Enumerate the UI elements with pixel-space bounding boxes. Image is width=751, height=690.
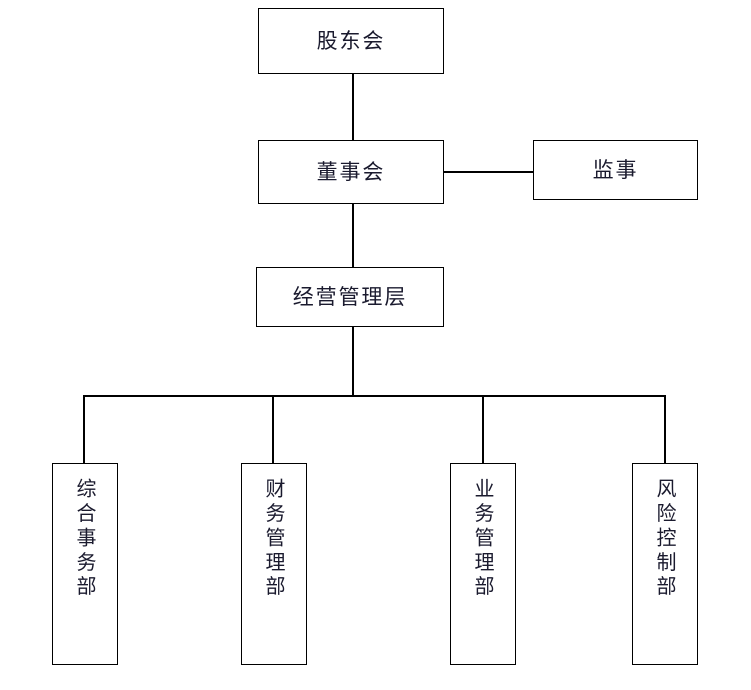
node-shareholders-label: 股东会 <box>316 28 386 53</box>
node-management[interactable]: 经营管理层 <box>256 267 444 327</box>
edge-bus-dept-business <box>482 395 484 464</box>
node-supervisor[interactable]: 监事 <box>533 140 698 200</box>
node-dept-business[interactable]: 业务管理部 <box>450 463 516 665</box>
node-dept-risk[interactable]: 风险控制部 <box>632 463 698 665</box>
node-dept-business-label: 业务管理部 <box>471 478 495 600</box>
node-dept-general-label: 综合事务部 <box>73 478 97 600</box>
edge-bus-dept-risk <box>664 395 666 464</box>
edge-department-bus <box>83 395 666 397</box>
node-management-label: 经营管理层 <box>292 284 408 309</box>
edge-bus-dept-finance <box>272 395 274 464</box>
edge-board-supervisor <box>443 171 535 173</box>
node-dept-finance-label: 财务管理部 <box>262 478 286 600</box>
edge-bus-dept-general <box>83 395 85 464</box>
edge-board-management <box>352 203 354 268</box>
edge-shareholders-board <box>352 73 354 141</box>
edge-management-bus <box>352 327 354 396</box>
node-board[interactable]: 董事会 <box>258 140 444 204</box>
node-supervisor-label: 监事 <box>592 157 639 182</box>
node-dept-general[interactable]: 综合事务部 <box>52 463 118 665</box>
node-board-label: 董事会 <box>316 159 386 184</box>
node-dept-risk-label: 风险控制部 <box>653 478 677 600</box>
node-shareholders[interactable]: 股东会 <box>258 8 444 74</box>
node-dept-finance[interactable]: 财务管理部 <box>241 463 307 665</box>
